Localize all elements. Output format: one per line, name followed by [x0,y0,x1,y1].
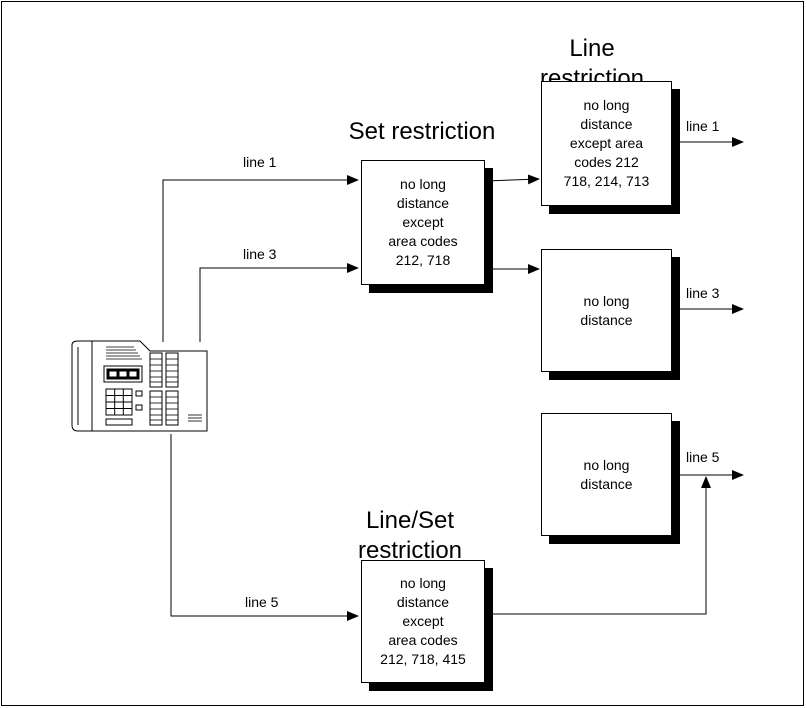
set-restriction-text: no long distance except area codes 212, … [388,176,458,268]
lineset-restriction-text: no long distance except area codes 212, … [380,575,466,667]
heading-set-restriction: Set restriction [348,118,496,145]
line5-restriction-text: no long distance [580,456,633,492]
label-out-line5: line 5 [686,449,720,465]
telephone-icon [71,340,208,432]
line1-restriction-box: no long distance except area codes 212 7… [541,81,672,206]
set-restriction-box: no long distance except area codes 212, … [361,160,485,285]
heading-line-set-restriction: Line/Set restriction [357,507,463,564]
label-out-line3: line 3 [686,285,720,301]
label-out-line1: line 1 [686,118,720,134]
line5-restriction-box: no long distance [541,413,672,536]
label-in-line5: line 5 [245,594,279,610]
wire-in-line3 [199,263,359,342]
wire-in-line1 [162,175,359,342]
wire-lineset-to-line5 [485,476,711,615]
wire-set-to-line1-box [484,174,540,185]
line1-restriction-text: no long distance except area codes 212 7… [563,97,650,189]
lineset-restriction-box: no long distance except area codes 212, … [361,560,485,683]
line3-restriction-text: no long distance [580,292,633,328]
line3-restriction-box: no long distance [541,249,672,372]
wire-in-line5 [170,434,359,621]
label-in-line1: line 1 [243,154,277,170]
label-in-line3: line 3 [243,246,277,262]
